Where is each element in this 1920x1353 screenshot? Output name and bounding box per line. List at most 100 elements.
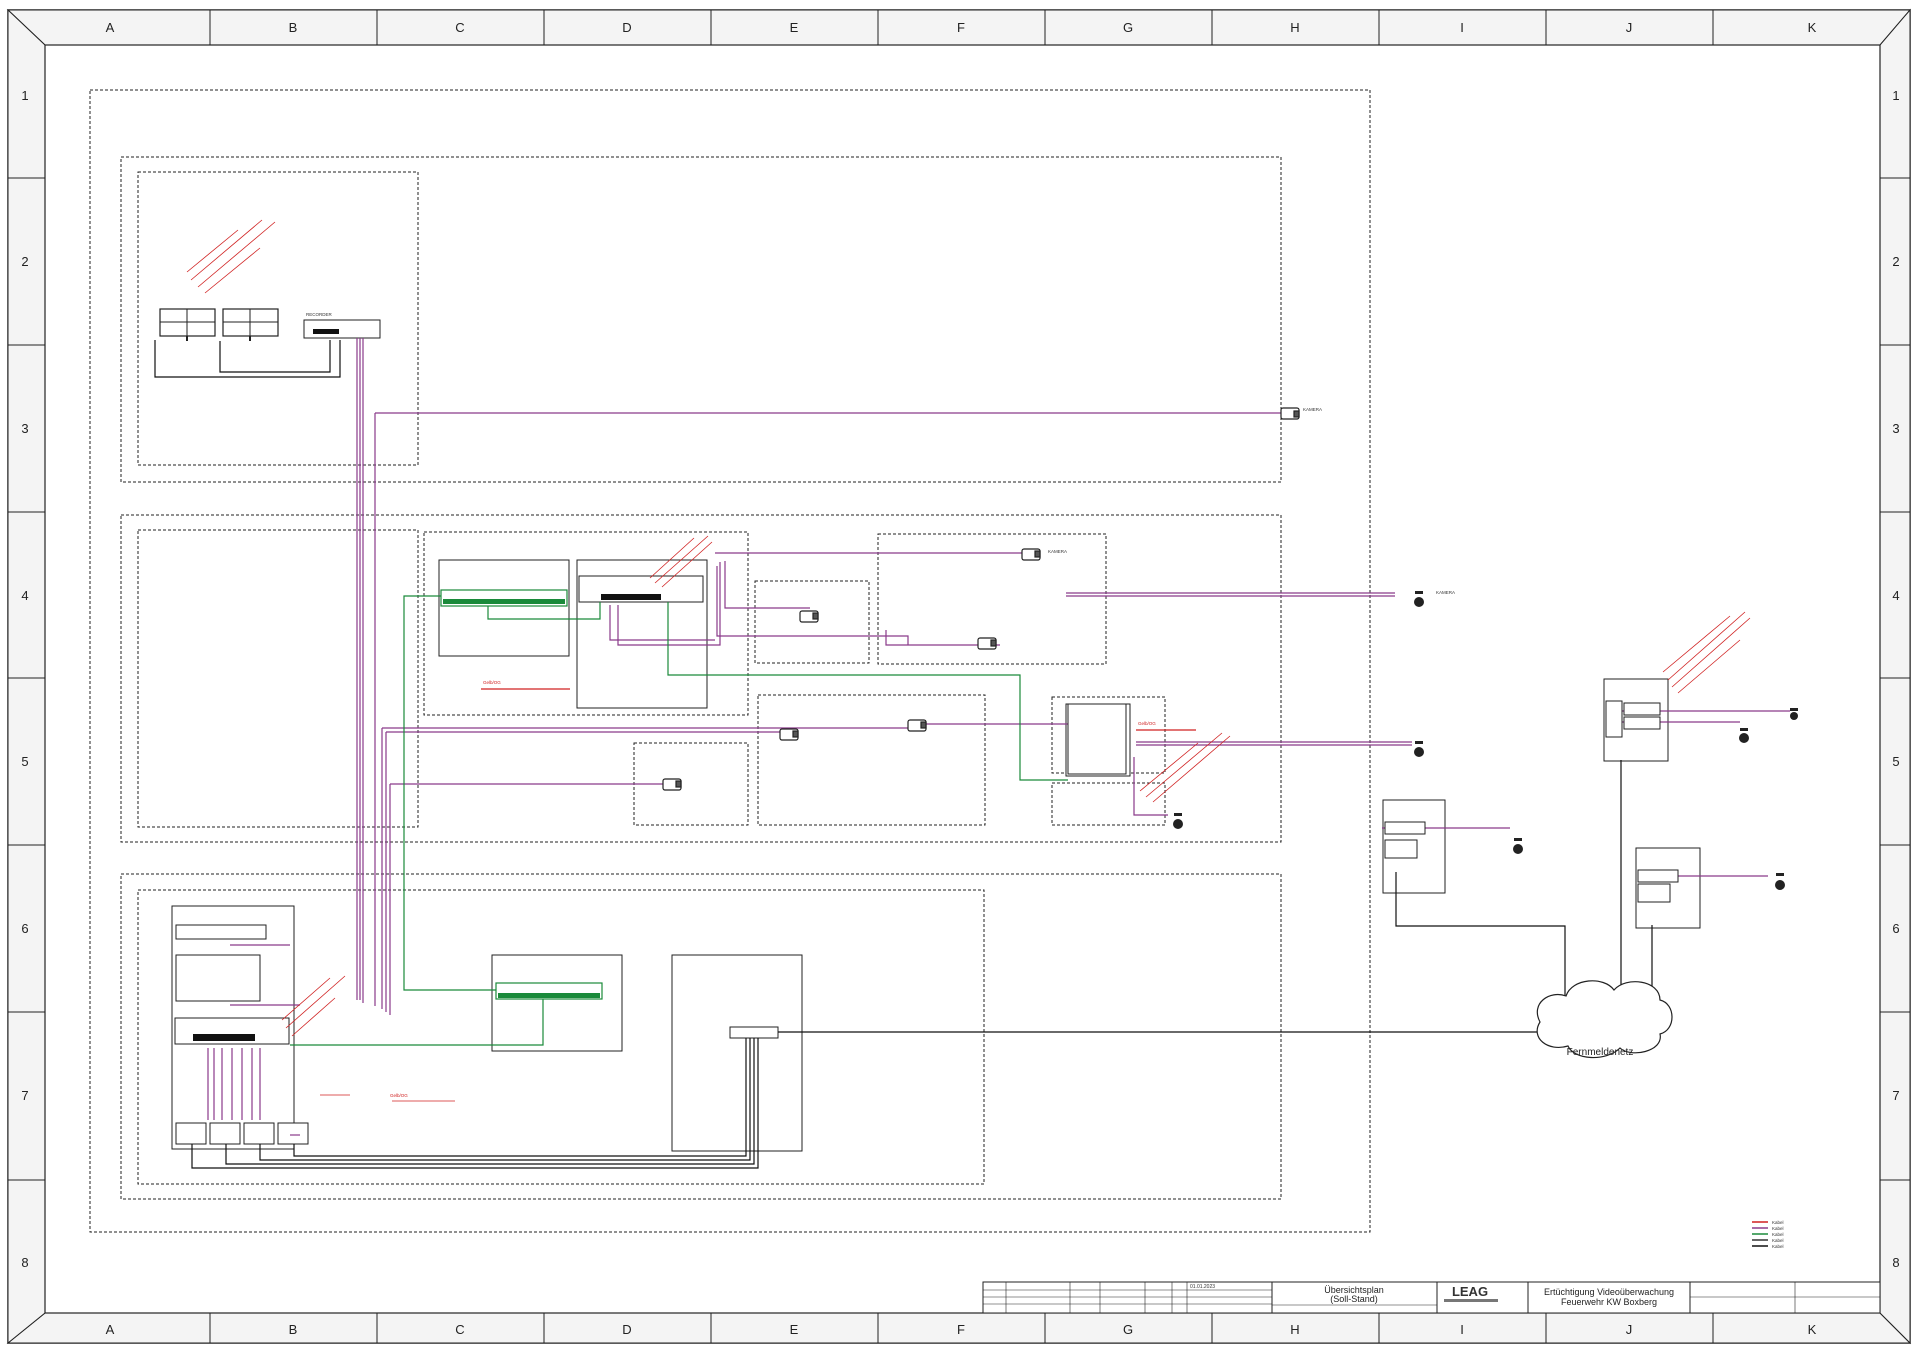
col-label-c-bottom: C <box>455 1322 464 1337</box>
bullet-camera-icon <box>799 610 819 623</box>
dome-camera-icon <box>1414 741 1424 757</box>
col-label-f-bottom: F <box>957 1322 965 1337</box>
green-cables <box>290 595 1068 1046</box>
row-label-3-right: 3 <box>1892 421 1899 436</box>
col-label-c-top: C <box>455 20 464 35</box>
switch-2-ports <box>498 993 600 998</box>
room-boundary-2 <box>137 529 419 828</box>
bullet-camera-icon <box>662 778 682 791</box>
legend-item: Kabel <box>1772 1220 1784 1225</box>
title-block-date: 01.01.2023 <box>1190 1284 1215 1290</box>
row-dividers <box>8 177 1910 1181</box>
bullet-camera-icon <box>779 728 799 741</box>
remote-unit <box>1384 839 1418 859</box>
row-label-5-right: 5 <box>1892 754 1899 769</box>
col-label-b-top: B <box>289 20 298 35</box>
plan-title: Übersichtsplan <box>1324 1285 1384 1295</box>
title-block: 01.01.2023 Übersichtsplan (Soll-Stand) L… <box>982 1281 1881 1314</box>
frame-left <box>7 8 46 1345</box>
legend-item: Kabel <box>1772 1232 1784 1237</box>
bullet-camera-icon <box>907 719 927 732</box>
dome-camera-icon <box>1739 728 1749 743</box>
plan-subtitle: (Soll-Stand) <box>1330 1294 1378 1304</box>
col-label-k-top: K <box>1808 20 1817 35</box>
cloud-label: Fernmeldenetz <box>1567 1047 1634 1058</box>
row-label-7-left: 7 <box>21 1088 28 1103</box>
remote-unit <box>1384 821 1426 835</box>
dome-camera-icon <box>1775 873 1785 890</box>
col-label-e-bottom: E <box>790 1322 799 1337</box>
switch-cabinet-4 <box>491 954 623 1052</box>
col-label-a-top: A <box>106 20 115 35</box>
camera-tag: KAMERA <box>1048 549 1067 554</box>
bullet-camera-icon <box>1021 548 1041 561</box>
switch-cabinet-1 <box>438 559 570 657</box>
rack-server <box>175 954 261 1002</box>
row-label-1-right: 1 <box>1892 88 1899 103</box>
legend-item: Kabel <box>1772 1226 1784 1231</box>
project-title-line2: Feuerwehr KW Boxberg <box>1561 1297 1657 1307</box>
network-cloud <box>1536 980 1673 1059</box>
brand-logo: LEAG <box>1452 1284 1488 1299</box>
cameras <box>662 407 1300 791</box>
legend-item: Kabel <box>1772 1238 1784 1243</box>
col-label-h-bottom: H <box>1290 1322 1299 1337</box>
camera-tag: KAMERA <box>1303 407 1322 412</box>
row-label-6-right: 6 <box>1892 921 1899 936</box>
bullet-camera-icon <box>977 637 997 650</box>
room-boundary-1 <box>137 171 419 466</box>
col-label-f-top: F <box>957 20 965 35</box>
row-label-4-right: 4 <box>1892 588 1899 603</box>
row-label-2-right: 2 <box>1892 254 1899 269</box>
col-label-e-top: E <box>790 20 799 35</box>
remote-unit <box>1637 883 1671 903</box>
red-tag: Gelb/OG <box>1138 721 1156 726</box>
legend: Kabel Kabel Kabel Kabel Kabel <box>1752 1220 1784 1249</box>
black-cables <box>154 340 1653 1169</box>
dome-cameras <box>1173 591 1798 890</box>
project-title-line1: Ertüchtigung Videoüberwachung <box>1544 1287 1674 1297</box>
remote-unit <box>1623 702 1661 716</box>
row-label-2-left: 2 <box>21 254 28 269</box>
room-boundary-4 <box>754 580 870 664</box>
col-label-i-bottom: I <box>1460 1322 1464 1337</box>
col-label-g-top: G <box>1123 20 1133 35</box>
col-label-i-top: I <box>1460 20 1464 35</box>
col-label-j-bottom: J <box>1626 1322 1633 1337</box>
bullet-camera-icon <box>1280 407 1300 420</box>
red-tag: Gelb/OG <box>483 680 501 685</box>
building-boundary-3 <box>120 873 1282 1200</box>
camera-tag: KAMERA <box>1436 590 1455 595</box>
col-label-g-bottom: G <box>1123 1322 1133 1337</box>
dome-camera-icon <box>1790 708 1798 720</box>
dome-camera-icon <box>1414 591 1424 607</box>
row-label-8-left: 8 <box>21 1255 28 1270</box>
inner-frame <box>44 44 1881 1314</box>
col-label-j-top: J <box>1626 20 1633 35</box>
purple-cables <box>207 338 1790 1136</box>
col-label-k-bottom: K <box>1808 1322 1817 1337</box>
red-annotations <box>186 219 1751 1037</box>
legend-item: Kabel <box>1772 1244 1784 1249</box>
row-label-1-left: 1 <box>21 88 28 103</box>
red-tag: Gelb/OG <box>390 1093 408 1098</box>
remote-unit <box>1623 716 1661 730</box>
column-dividers <box>209 10 1714 1343</box>
row-label-4-left: 4 <box>21 588 28 603</box>
fiber-patch-panel <box>729 1026 779 1039</box>
switch-1-ports <box>443 599 565 604</box>
building-boundary-1 <box>120 156 1282 483</box>
dome-camera-icon <box>1513 838 1523 854</box>
core-switch-ports <box>601 594 661 600</box>
monitor-wall <box>159 308 279 341</box>
row-label-7-right: 7 <box>1892 1088 1899 1103</box>
row-label-8-right: 8 <box>1892 1255 1899 1270</box>
site-boundary <box>89 89 1371 1233</box>
dome-camera-icon <box>1173 813 1183 829</box>
room-boundary-9 <box>1051 782 1166 826</box>
col-label-d-bottom: D <box>622 1322 631 1337</box>
red-lines <box>481 688 1196 731</box>
recorder-ports <box>313 329 339 334</box>
room-boundary-3 <box>423 531 749 716</box>
